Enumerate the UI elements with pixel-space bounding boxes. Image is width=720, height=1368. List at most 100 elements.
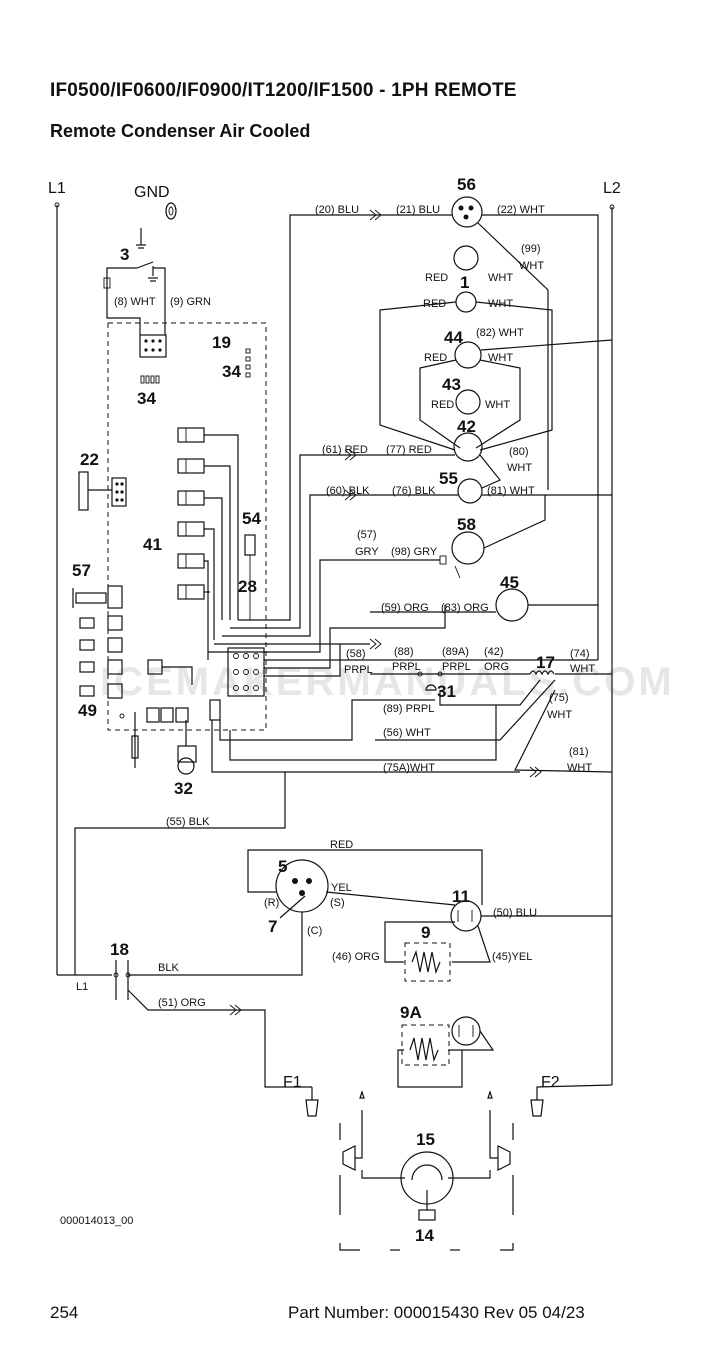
wire-8-label: (8) WHT <box>114 296 156 308</box>
wire-wht-1: WHT <box>488 272 513 284</box>
control-board-outline <box>107 322 267 731</box>
c5-terminals <box>292 878 312 896</box>
wire-58-number: (58) <box>346 648 366 660</box>
wire-80-color: WHT <box>507 462 532 474</box>
component-45-icon <box>495 588 529 622</box>
wire-red-4: RED <box>431 399 454 411</box>
c44-left-wire <box>419 359 461 449</box>
wire-55-label: (55) BLK <box>166 816 210 828</box>
component-7-label: 7 <box>268 917 277 936</box>
wire-99-number: (99) <box>521 243 541 255</box>
component-28-terminal-block <box>227 647 265 697</box>
component-43-icon <box>455 389 481 415</box>
wire-60-label: (60) BLK <box>326 485 370 497</box>
connector-arrow-icon-5 <box>374 638 382 650</box>
l2-label: L2 <box>603 180 621 197</box>
control-board-connector <box>139 334 167 358</box>
wire-81b-color: WHT <box>567 762 592 774</box>
c3-wire-right <box>153 267 166 323</box>
red-wire-path <box>247 849 483 905</box>
component-11-label: 11 <box>452 887 470 906</box>
wire-red-1: RED <box>425 272 448 284</box>
document-id: 000014013_00 <box>60 1215 134 1227</box>
wire-83-label: (83) ORG <box>441 602 489 614</box>
component-34-label-right: 34 <box>222 362 241 381</box>
wire-82-path <box>480 339 613 351</box>
c31-terminal-right <box>437 671 443 677</box>
fan-motor-outline <box>339 1123 514 1251</box>
component-55-label: 55 <box>439 469 458 488</box>
wire-8-path <box>106 300 141 335</box>
component-31-label: 31 <box>437 682 456 701</box>
component-9a-switch-icon <box>451 1016 481 1046</box>
connector-arrow-icon <box>344 449 352 461</box>
c18-terminal-left <box>113 972 119 978</box>
wire-81-label: (81) WHT <box>487 485 535 497</box>
wire-81b-number: (81) <box>569 746 589 758</box>
component-58-label: 58 <box>457 515 476 534</box>
red-loop-wire <box>379 301 457 451</box>
motor-plug-right-icon <box>448 1090 511 1179</box>
wire-80-path <box>479 454 501 489</box>
l1-small-label: L1 <box>76 981 88 993</box>
component-56-label: 56 <box>457 175 476 194</box>
wire-50-label: (50) BLU <box>493 907 537 919</box>
wire-red-5: RED <box>330 839 353 851</box>
wire-57-number: (57) <box>357 529 377 541</box>
wire-99-color: WHT <box>519 260 544 272</box>
wire-76-label: (76) BLK <box>392 485 436 497</box>
c3-wire-left <box>106 267 137 300</box>
wire-88-color: PRPL <box>392 661 421 673</box>
gnd-label: GND <box>134 184 170 201</box>
connector-arrow-icon-2 <box>374 209 382 221</box>
wire-99-path <box>477 222 549 490</box>
wire-51-path <box>127 989 312 1088</box>
wire-74-color: WHT <box>570 663 595 675</box>
wire-75-number: (75) <box>549 692 569 704</box>
component-9a-outline <box>401 1024 450 1066</box>
connector-arrow-icon-7 <box>234 1004 242 1016</box>
board-connector-lead <box>162 666 193 685</box>
component-41-label: 41 <box>143 535 162 554</box>
f1-terminal-icon <box>305 1099 319 1117</box>
board-bottom-connectors <box>119 699 221 768</box>
component-7-overload-icon <box>279 895 306 919</box>
wire-55-path <box>74 772 286 975</box>
wire-46-label: (46) ORG <box>332 951 380 963</box>
gnd-screw-icon <box>165 202 177 220</box>
wire-21-label: (21) BLU <box>396 204 440 216</box>
component-57-label: 57 <box>72 561 91 580</box>
component-42-label: 42 <box>457 417 476 436</box>
c31-terminal-left <box>417 671 423 677</box>
connector-arrow-icon <box>529 766 537 778</box>
wire-61-label: (61) RED <box>322 444 368 456</box>
blk-wire-path <box>128 912 303 976</box>
wire-57-color: GRY <box>355 546 379 558</box>
connector-arrow-icon <box>229 1004 237 1016</box>
l1-terminal-dot <box>54 202 60 208</box>
c3-switch-icon <box>136 261 154 269</box>
component-1-label: 1 <box>460 273 469 292</box>
part-number: Part Number: 000015430 Rev 05 04/23 <box>288 1303 585 1322</box>
wire-42-number: (42) <box>484 646 504 658</box>
wire-82-label: (82) WHT <box>476 327 524 339</box>
component-57-sensor-icon <box>72 585 123 609</box>
wire-20-label: (20) BLU <box>315 204 359 216</box>
l2-terminal-dot <box>609 204 615 210</box>
c28-terminals <box>233 653 259 691</box>
c58-lead <box>483 495 546 549</box>
component-5-compressor-icon <box>275 859 329 913</box>
relay-terminals <box>177 427 205 600</box>
component-56-icon <box>451 196 483 228</box>
c18-terminal-right <box>125 972 131 978</box>
motor-plug-left-icon <box>342 1090 405 1179</box>
f2-terminal-icon <box>530 1099 544 1117</box>
wire-58-color: PRPL <box>344 664 373 676</box>
wire-89a-color: PRPL <box>442 661 471 673</box>
component-15-label: 15 <box>416 1130 435 1149</box>
wire-74-number: (74) <box>570 648 590 660</box>
wire-22-label: (22) WHT <box>497 204 545 216</box>
wire-45-path <box>452 925 491 963</box>
wire-98-label: (98) GRY <box>391 546 438 558</box>
